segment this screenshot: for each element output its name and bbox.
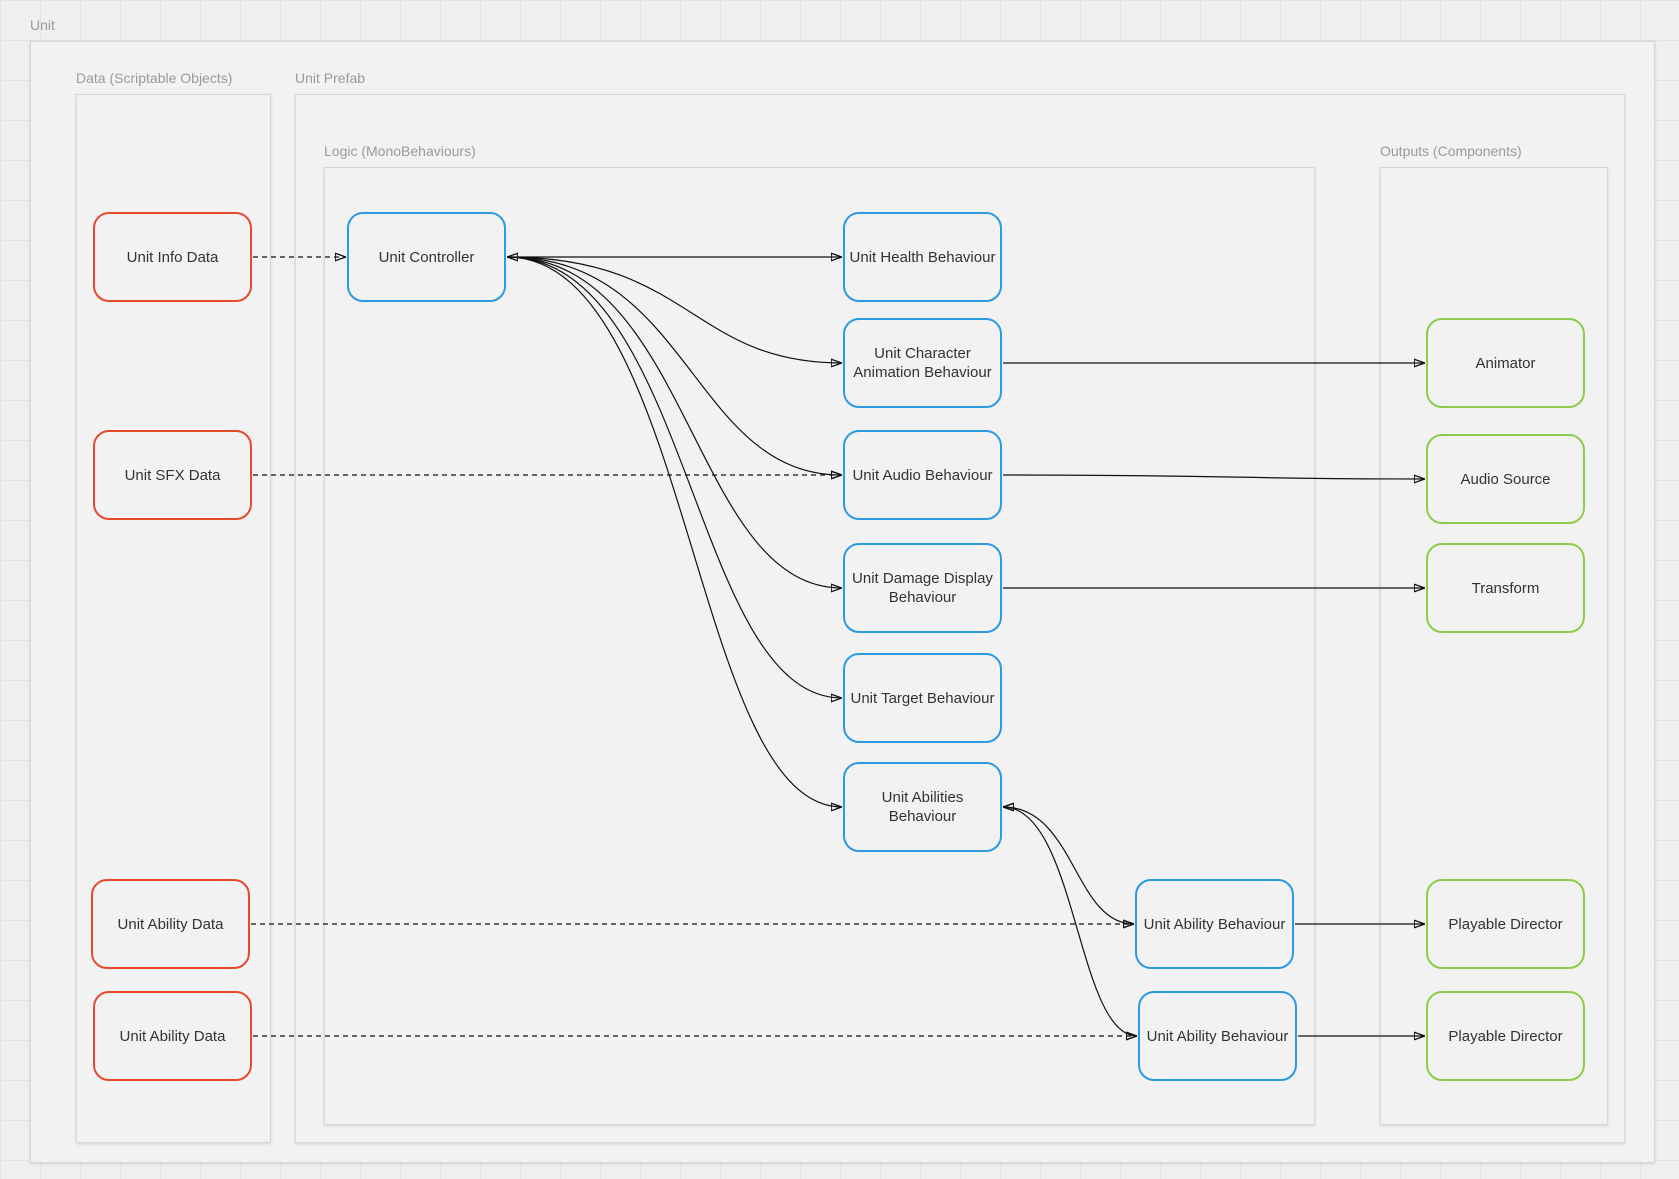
- frame-logic: [324, 167, 1315, 1125]
- playable-director-node[interactable]: Playable Director: [1426, 879, 1585, 969]
- node-label: Unit Abilities Behaviour: [881, 789, 964, 825]
- node-label: Unit Character Animation Behaviour: [853, 345, 992, 381]
- node-label: Unit Health Behaviour: [849, 248, 996, 266]
- unit-sfx-data-node[interactable]: Unit SFX Data: [93, 430, 252, 520]
- node-label: Unit Ability Behaviour: [1146, 1027, 1289, 1045]
- animator-node[interactable]: Animator: [1426, 318, 1585, 408]
- unit-audio-behaviour-node[interactable]: Unit Audio Behaviour: [843, 430, 1002, 520]
- node-label: Unit Controller: [378, 248, 475, 266]
- node-label: Transform: [1471, 579, 1540, 597]
- node-label: Animator: [1475, 354, 1536, 372]
- frame-label-unit: Unit: [30, 17, 55, 33]
- playable-director-node[interactable]: Playable Director: [1426, 991, 1585, 1081]
- node-label: Audio Source: [1460, 470, 1551, 488]
- unit-target-behaviour-node[interactable]: Unit Target Behaviour: [843, 653, 1002, 743]
- node-label: Unit Ability Data: [119, 1027, 226, 1045]
- frame-outputs: [1380, 167, 1608, 1125]
- unit-character-animation-behaviour-node[interactable]: Unit Character Animation Behaviour: [843, 318, 1002, 408]
- frame-label-outputs: Outputs (Components): [1380, 143, 1522, 159]
- frame-label-prefab: Unit Prefab: [295, 70, 366, 86]
- transform-node[interactable]: Transform: [1426, 543, 1585, 633]
- unit-ability-data-node[interactable]: Unit Ability Data: [93, 991, 252, 1081]
- unit-health-behaviour-node[interactable]: Unit Health Behaviour: [843, 212, 1002, 302]
- node-label: Playable Director: [1448, 1027, 1563, 1045]
- node-label: Unit Info Data: [126, 248, 219, 266]
- unit-abilities-behaviour-node[interactable]: Unit Abilities Behaviour: [843, 762, 1002, 852]
- node-label: Unit Ability Data: [117, 915, 224, 933]
- node-label: Playable Director: [1448, 915, 1563, 933]
- unit-controller-node[interactable]: Unit Controller: [347, 212, 506, 302]
- unit-ability-data-node[interactable]: Unit Ability Data: [91, 879, 250, 969]
- node-label: Unit Audio Behaviour: [852, 466, 993, 484]
- frame-label-logic: Logic (MonoBehaviours): [324, 143, 476, 159]
- unit-info-data-node[interactable]: Unit Info Data: [93, 212, 252, 302]
- node-label: Unit SFX Data: [124, 466, 221, 484]
- audio-source-node[interactable]: Audio Source: [1426, 434, 1585, 524]
- frame-label-data: Data (Scriptable Objects): [76, 70, 233, 86]
- unit-ability-behaviour-node[interactable]: Unit Ability Behaviour: [1135, 879, 1294, 969]
- unit-ability-behaviour-node[interactable]: Unit Ability Behaviour: [1138, 991, 1297, 1081]
- unit-damage-display-behaviour-node[interactable]: Unit Damage Display Behaviour: [843, 543, 1002, 633]
- node-label: Unit Damage Display Behaviour: [852, 570, 993, 606]
- node-label: Unit Ability Behaviour: [1143, 915, 1286, 933]
- node-label: Unit Target Behaviour: [850, 689, 995, 707]
